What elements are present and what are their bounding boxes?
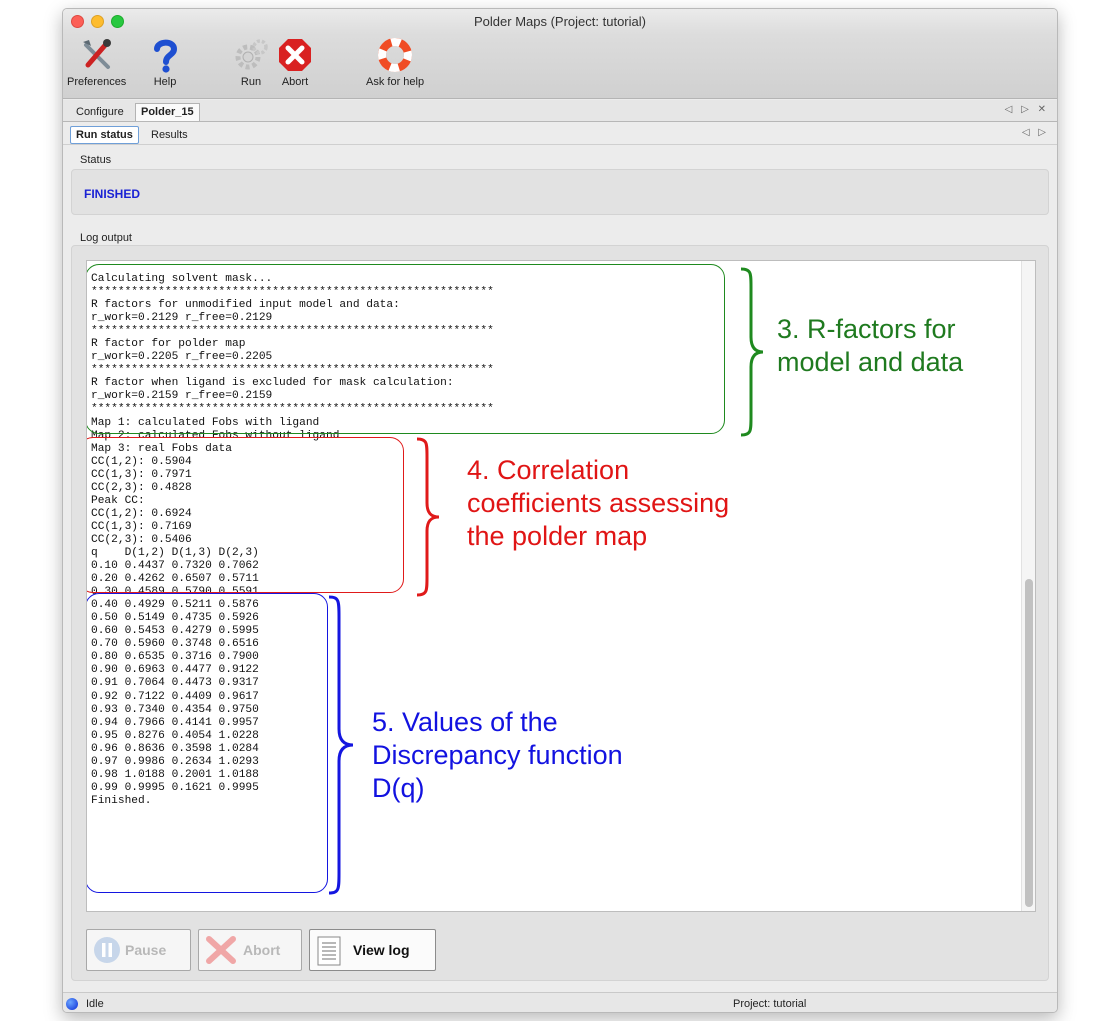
abort-toolbar-button[interactable]: Abort: [277, 37, 313, 88]
lifebuoy-icon: [378, 38, 413, 72]
log-line: R factor when ligand is excluded for mas…: [91, 377, 454, 390]
correlation-annotation: 4. Correlation coefficients assessing th…: [467, 455, 730, 551]
log-line: 0.92 0.7122 0.4409 0.9617: [91, 690, 259, 703]
tab-run-status[interactable]: Run status: [70, 126, 139, 144]
log-line: 0.70 0.5960 0.3748 0.6516: [91, 638, 259, 651]
log-panel: Calculating solvent mask...*************…: [71, 245, 1049, 981]
pause-icon: [94, 937, 120, 963]
log-line: 0.40 0.4929 0.5211 0.5876: [91, 599, 259, 612]
status-heading: Status: [80, 154, 112, 166]
main-tab-bar: Configure Polder_15 ◁ ▷ ✕: [63, 100, 1057, 122]
log-line: r_work=0.2205 r_free=0.2205: [91, 351, 273, 364]
ask-for-help-button[interactable]: Ask for help: [366, 37, 424, 88]
discrepancy-highlight-box: [87, 593, 328, 893]
app-window: Polder Maps (Project: tutorial) Preferen…: [62, 8, 1058, 1013]
log-line: ****************************************…: [91, 403, 494, 416]
log-line: 0.99 0.9995 0.1621 0.9995: [91, 781, 259, 794]
log-line: R factors for unmodified input model and…: [91, 299, 400, 312]
log-line: Map 2: calculated Fobs without ligand: [91, 429, 340, 442]
log-line: Map 3: real Fobs data: [91, 442, 232, 455]
log-scrollbar[interactable]: [1021, 261, 1035, 911]
log-line: ****************************************…: [91, 364, 494, 377]
log-line: r_work=0.2129 r_free=0.2129: [91, 312, 273, 325]
tab-configure[interactable]: Configure: [76, 106, 124, 118]
log-line: Peak CC:: [91, 494, 145, 507]
discrepancy-annotation: 5. Values of the Discrepancy function D(…: [372, 707, 623, 803]
help-button[interactable]: Help: [147, 37, 183, 88]
log-line: CC(2,3): 0.5406: [91, 533, 192, 546]
status-bar: Idle Project: tutorial: [63, 992, 1057, 1012]
log-line: 0.98 1.0188 0.2001 1.0188: [91, 768, 259, 781]
log-line: CC(1,3): 0.7971: [91, 468, 192, 481]
sub-tab-bar: Run status Results ◁ ▷: [63, 123, 1057, 145]
log-line: ****************************************…: [91, 286, 494, 299]
correlation-highlight-box: [87, 437, 404, 593]
log-scroll-thumb[interactable]: [1025, 579, 1033, 907]
log-line: ****************************************…: [91, 325, 494, 338]
log-line: 0.20 0.4262 0.6507 0.5711: [91, 573, 259, 586]
log-line: 0.95 0.8276 0.4054 1.0228: [91, 729, 259, 742]
title-bar: Polder Maps (Project: tutorial): [63, 9, 1057, 35]
log-output[interactable]: Calculating solvent mask...*************…: [86, 260, 1036, 912]
abort-x-icon: [206, 936, 236, 964]
subtab-navigation-controls[interactable]: ◁ ▷: [1021, 127, 1049, 138]
minimize-window-button[interactable]: [91, 15, 104, 28]
log-line: 0.60 0.5453 0.4279 0.5995: [91, 625, 259, 638]
toolbar: Preferences Help Run Abort: [63, 35, 1057, 99]
red-brace-icon: [416, 437, 440, 597]
log-text: Calculating solvent mask...*************…: [91, 273, 494, 808]
log-line: Map 1: calculated Fobs with ligand: [91, 416, 320, 429]
rfactors-highlight-box: [87, 264, 725, 434]
log-line: R factor for polder map: [91, 338, 246, 351]
blue-brace-icon: [328, 595, 354, 895]
log-line: Calculating solvent mask...: [91, 273, 273, 285]
log-line: CC(1,2): 0.5904: [91, 455, 192, 468]
tab-results[interactable]: Results: [151, 129, 188, 141]
zoom-window-button[interactable]: [111, 15, 124, 28]
stop-x-icon: [279, 39, 311, 71]
log-line: Finished.: [91, 794, 152, 807]
rfactors-annotation: 3. R-factors for model and data: [777, 314, 964, 377]
status-bar-project: Project: tutorial: [733, 998, 807, 1010]
log-line: 0.80 0.6535 0.3716 0.7900: [91, 651, 259, 664]
log-line: q D(1,2) D(1,3) D(2,3): [91, 546, 259, 559]
window-title: Polder Maps (Project: tutorial): [474, 14, 646, 29]
log-line: CC(2,3): 0.4828: [91, 481, 192, 494]
log-heading: Log output: [80, 232, 132, 244]
preferences-button[interactable]: Preferences: [67, 37, 126, 88]
log-line: 0.94 0.7966 0.4141 0.9957: [91, 716, 259, 729]
gears-icon: [235, 39, 268, 70]
tools-icon: [82, 39, 111, 69]
tab-navigation-controls[interactable]: ◁ ▷ ✕: [1004, 104, 1049, 115]
log-line: 0.96 0.8636 0.3598 1.0284: [91, 742, 259, 755]
log-line: 0.93 0.7340 0.4354 0.9750: [91, 703, 259, 716]
close-window-button[interactable]: [71, 15, 84, 28]
log-line: CC(1,3): 0.7169: [91, 520, 192, 533]
log-line: 0.50 0.5149 0.4735 0.5926: [91, 612, 259, 625]
log-line: 0.10 0.4437 0.7320 0.7062: [91, 560, 259, 573]
status-panel: FINISHED: [71, 169, 1049, 215]
status-value: FINISHED: [84, 187, 141, 201]
log-line: 0.91 0.7064 0.4473 0.9317: [91, 677, 259, 690]
log-line: 0.97 0.9986 0.2634 1.0293: [91, 755, 259, 768]
view-log-button[interactable]: View log: [309, 929, 436, 971]
log-line: CC(1,2): 0.6924: [91, 507, 192, 520]
question-mark-icon: [154, 39, 178, 73]
green-brace-icon: [740, 267, 764, 437]
idle-indicator-icon: [66, 998, 78, 1010]
tab-polder-15[interactable]: Polder_15: [135, 103, 200, 121]
log-line: 0.90 0.6963 0.4477 0.9122: [91, 664, 259, 677]
log-line: r_work=0.2159 r_free=0.2159: [91, 390, 273, 403]
status-bar-state: Idle: [86, 998, 104, 1010]
abort-button[interactable]: Abort: [198, 929, 302, 971]
pause-button[interactable]: Pause: [86, 929, 191, 971]
log-document-icon: [317, 936, 341, 966]
run-button[interactable]: Run: [233, 37, 269, 88]
